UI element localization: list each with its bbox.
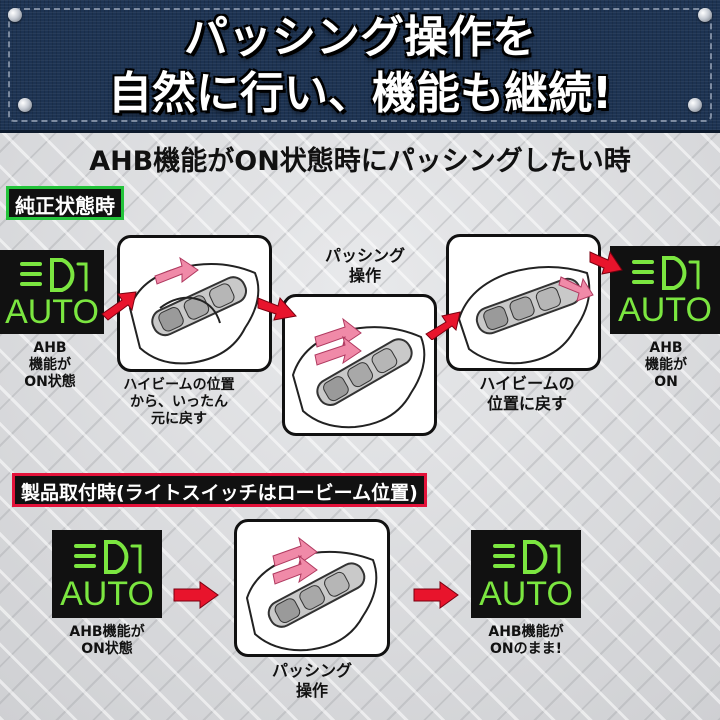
red-arrow-icon [173, 581, 219, 609]
hand-lever-illustration [128, 256, 260, 365]
indicator-left-1-caption: AHB 機能が ON状態 [10, 340, 90, 391]
page-subtitle: AHB機能がON状態時にパッシングしたい時 [89, 146, 631, 177]
high-beam-auto-icon [493, 540, 561, 574]
auto-indicator-right-1: AUTO [610, 246, 720, 334]
step3-caption: ハイビームの 位置に戻す [460, 374, 594, 414]
section2-step-caption: パッシング 操作 [240, 661, 384, 701]
caption-line: 機能が [29, 357, 71, 373]
header-stitching [8, 8, 712, 122]
caption-line: ON状態 [81, 641, 133, 657]
red-arrow-icon [589, 250, 623, 275]
auto-text: AUTO [479, 575, 573, 613]
red-arrow-icon [257, 296, 297, 321]
step2-panel [282, 294, 437, 436]
caption-line: AHB [33, 340, 67, 356]
rivet-icon [698, 8, 712, 22]
section2-step-panel [234, 519, 390, 657]
caption-line: パッシング [324, 246, 405, 265]
step1-caption: ハイビームの位置 から、いったん 元に戻す [116, 377, 242, 428]
red-arrow-icon [101, 291, 137, 321]
hand-lever-illustration [457, 266, 594, 365]
step2-caption: パッシング 操作 [300, 246, 430, 286]
step3-panel [446, 234, 601, 371]
auto-indicator-right-2: AUTO [471, 530, 581, 618]
rivet-icon [8, 8, 22, 22]
caption-line: ハイビームの位置 [123, 377, 235, 393]
indicator-right-2-caption: AHB機能が ONのまま! [458, 624, 594, 658]
caption-line: AHB機能が [488, 624, 564, 640]
high-beam-auto-icon [20, 258, 88, 292]
caption-line: から、いったん [130, 394, 228, 410]
header-title-line1: パッシング操作を [184, 12, 536, 63]
auto-text: AUTO [5, 293, 99, 331]
caption-line: 位置に戻す [486, 394, 567, 413]
red-arrow-icon [425, 311, 461, 340]
header-title-line2: 自然に行い、機能も継続! [107, 68, 613, 119]
indicator-left-2-caption: AHB機能が ON状態 [40, 624, 174, 658]
rivet-icon [18, 98, 32, 112]
section2-label: 製品取付時(ライトスイッチはロービーム位置) [12, 473, 427, 507]
header-banner: パッシング操作を 自然に行い、機能も継続! [0, 0, 720, 133]
step1-panel [117, 235, 272, 372]
hand-lever-illustration [245, 536, 378, 652]
caption-line: AHB機能が [69, 624, 145, 640]
auto-indicator-left-2: AUTO [52, 530, 162, 618]
caption-line: ハイビームの [479, 374, 575, 393]
caption-line: AHB [649, 340, 683, 356]
rivet-icon [688, 98, 702, 112]
caption-line: パッシング [271, 661, 352, 680]
caption-line: ON [654, 374, 678, 390]
hand-lever-illustration [291, 317, 426, 429]
section1-label: 純正状態時 [6, 186, 124, 220]
red-arrow-icon [413, 581, 459, 609]
auto-text: AUTO [618, 291, 712, 329]
auto-text: AUTO [60, 575, 154, 613]
auto-indicator-left-1: AUTO [0, 250, 104, 334]
high-beam-auto-icon [632, 256, 700, 290]
indicator-right-1-caption: AHB 機能が ON [626, 340, 706, 391]
caption-line: 機能が [645, 357, 687, 373]
caption-line: ONのまま! [489, 641, 562, 657]
caption-line: 元に戻す [151, 411, 207, 427]
caption-line: 操作 [295, 681, 328, 700]
caption-line: 操作 [348, 266, 381, 285]
caption-line: ON状態 [24, 374, 76, 390]
high-beam-auto-icon [74, 540, 142, 574]
